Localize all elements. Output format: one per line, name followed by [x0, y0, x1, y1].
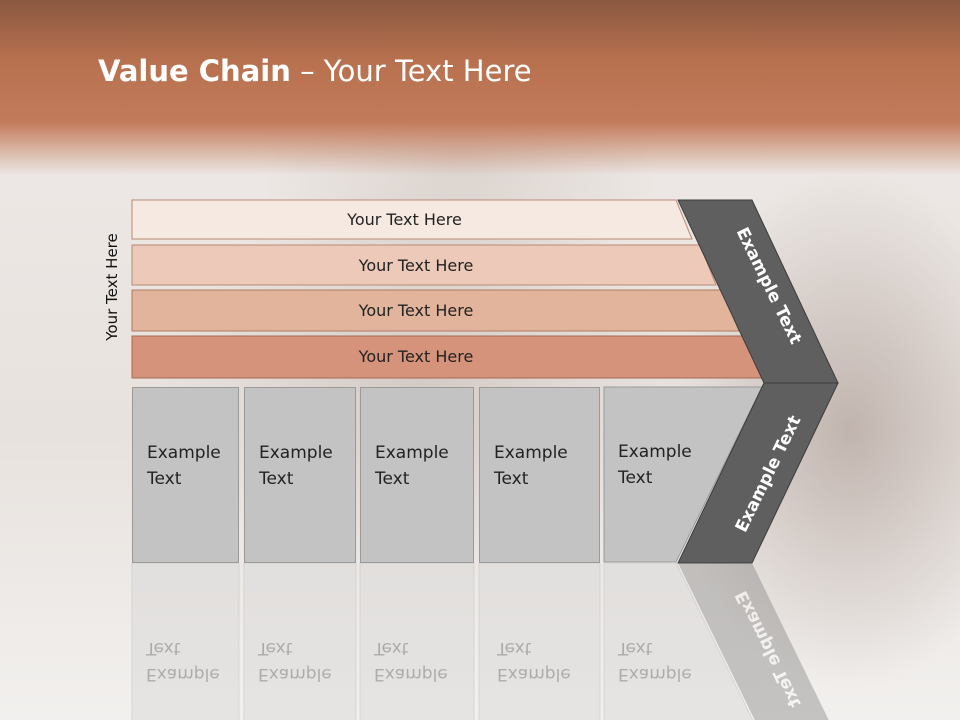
box-1[interactable]: Example Text	[132, 387, 239, 563]
header-band	[0, 0, 960, 175]
row-3[interactable]: Your Text Here	[132, 291, 700, 329]
box-1-line1: Example	[147, 443, 221, 463]
box-3-line1: Example	[375, 443, 449, 463]
title-rest: – Your Text Here	[290, 54, 532, 88]
row-1-label: Your Text Here	[347, 209, 462, 229]
row-1[interactable]: Your Text Here	[132, 200, 677, 238]
box-4[interactable]: Example Text	[479, 387, 600, 563]
box-5[interactable]: Example Text	[604, 387, 714, 563]
row-shape-3[interactable]	[131, 289, 740, 332]
box-shape-5[interactable]	[603, 386, 763, 563]
row-shape-2[interactable]	[131, 244, 717, 286]
row-3-label: Your Text Here	[358, 300, 474, 320]
box-3-line2: Text	[375, 469, 410, 489]
chevron-bottom-shape[interactable]	[677, 382, 839, 564]
box-5-line2: Text	[618, 468, 653, 488]
slide-title[interactable]: Value Chain – Your Text Here	[98, 54, 532, 88]
title-bold: Value Chain	[98, 54, 291, 88]
box-4-line1: Example	[494, 443, 568, 463]
row-4[interactable]: Your Text Here	[132, 337, 700, 375]
box-3[interactable]: Example Text	[360, 387, 474, 563]
box-2[interactable]: Example Text	[244, 387, 356, 563]
row-4-label: Your Text Here	[358, 346, 474, 366]
box-2-line1: Example	[259, 443, 333, 463]
box-1-line2: Text	[147, 469, 182, 489]
box-5-line1: Example	[618, 442, 692, 462]
box-4-line2: Text	[494, 469, 529, 489]
row-2-label: Your Text Here	[358, 255, 474, 275]
row-shape-1[interactable]	[131, 199, 693, 240]
box-2-line2: Text	[259, 469, 294, 489]
row-2[interactable]: Your Text Here	[132, 246, 700, 284]
